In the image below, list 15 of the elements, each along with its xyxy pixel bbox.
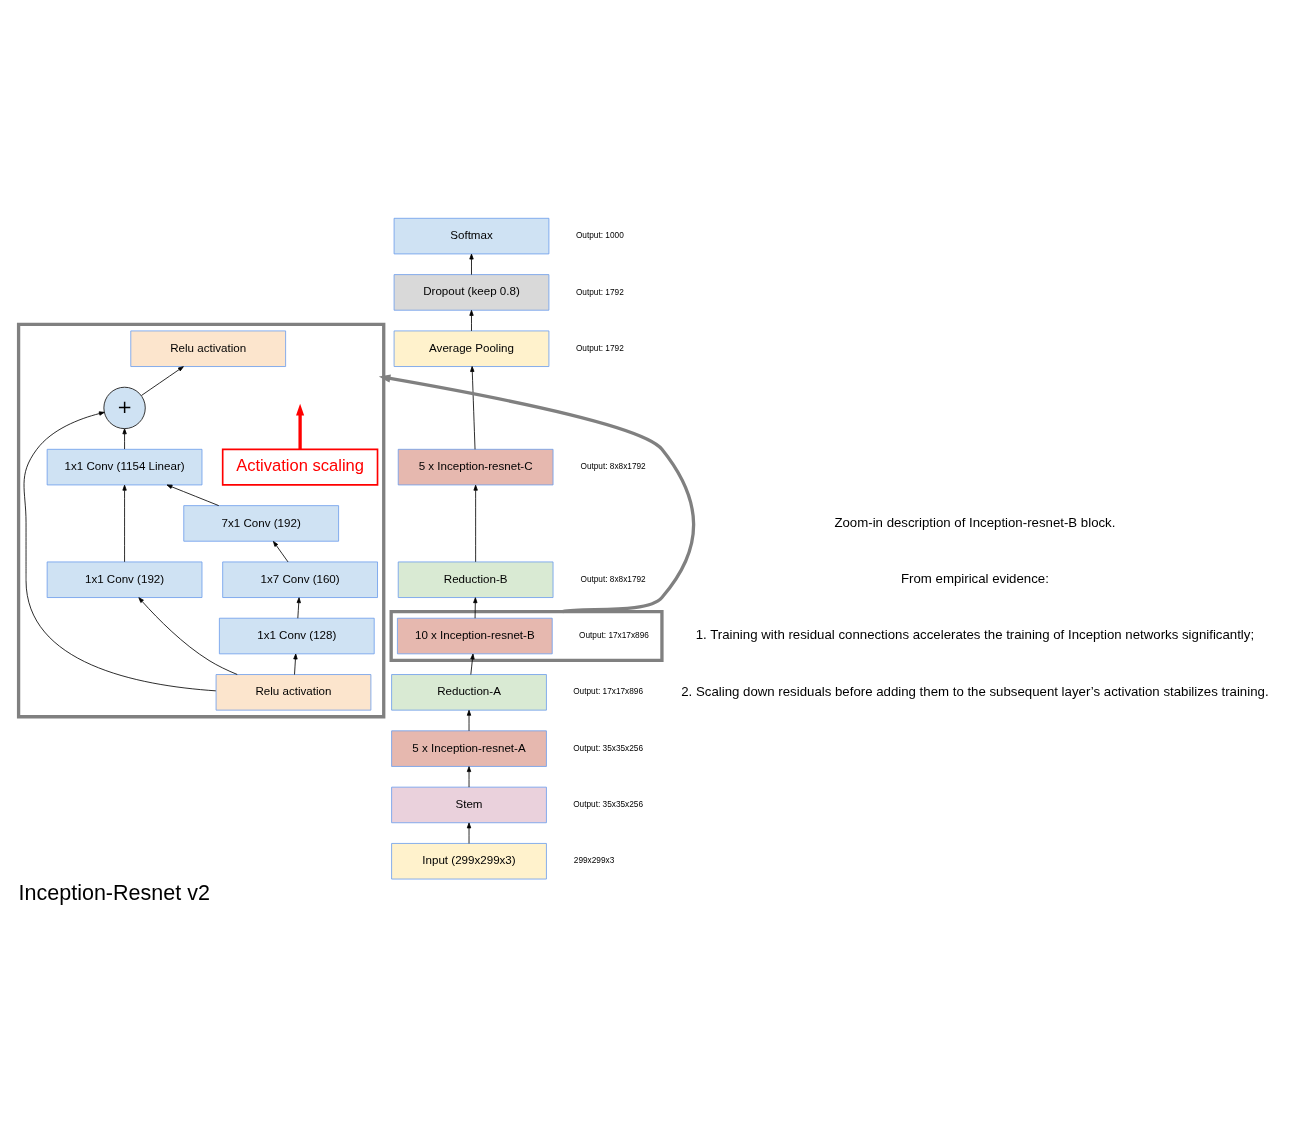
label: From empirical evidence: <box>901 570 1049 586</box>
node-label: Output: 35x35x256 <box>573 743 644 753</box>
label: 2. Scaling down residuals before adding them to the subsequent layer’s activation stabilizes training. <box>681 682 1269 698</box>
node-label: Output: 1792 <box>575 343 624 353</box>
node-label: 299x299x3 <box>573 855 615 865</box>
node-label: Output: 1792 <box>575 286 624 296</box>
node-label: Output: 35x35x256 <box>573 799 644 809</box>
label: 1. Training with residual connections accelerates the training of Inception networks significantly; <box>695 626 1255 642</box>
node-label: Output: 8x8x1792 <box>580 461 646 471</box>
caption: Zoom-in description of Inception-resnet-B block. <box>834 514 1116 530</box>
diagram-title: Inception-Resnet v2 <box>18 880 210 905</box>
node-label: Output: 8x8x1792 <box>580 574 646 584</box>
node-label: Output: 17x17x896 <box>578 630 649 640</box>
node-label: Output: 17x17x896 <box>573 686 644 696</box>
node-label: Output: 1000 <box>575 230 624 240</box>
